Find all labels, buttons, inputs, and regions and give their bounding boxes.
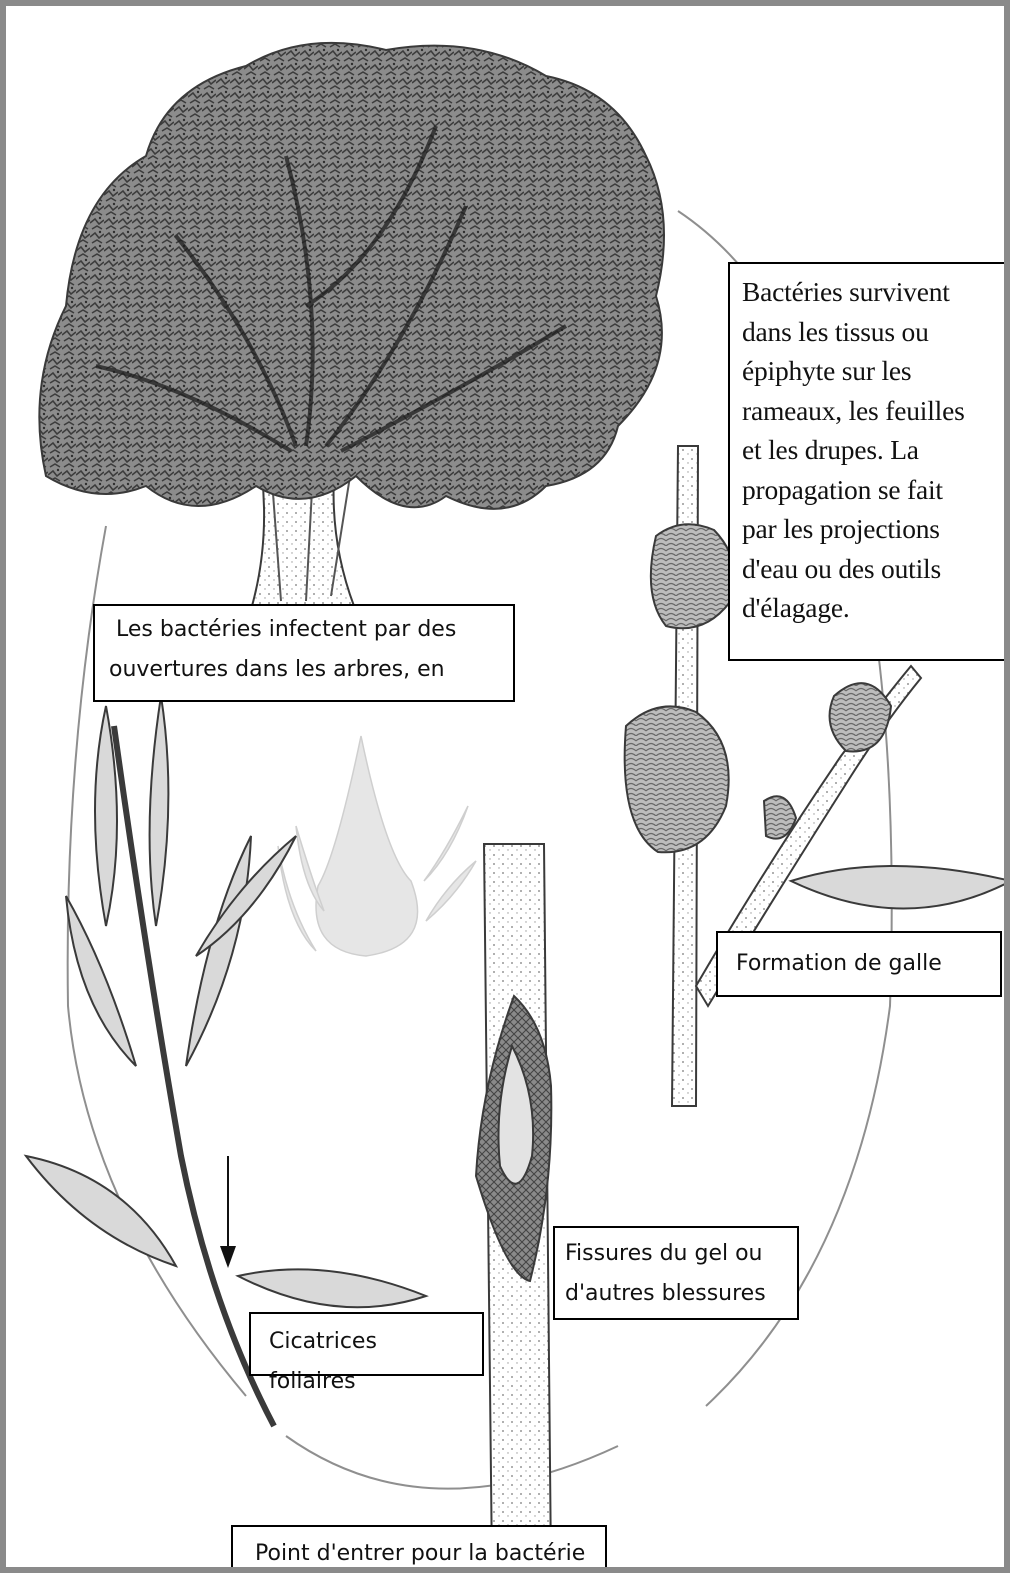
trunk-frost-crack-wound <box>476 844 551 1567</box>
olive-tree-illustration <box>39 43 664 606</box>
gall-formation-label: Formation de galle <box>716 931 1002 997</box>
leaf-scars-label: Cicatrices foliaires <box>249 1312 484 1376</box>
frost-cracks-label: Fissures du gel ou d'autres blessures <box>553 1226 799 1320</box>
entry-point-label: Point d'entrer pour la bactérie <box>231 1525 607 1573</box>
infection-openings-label: Les bactéries infectent par des ouvertur… <box>93 604 515 702</box>
splashing-water-drop <box>278 736 476 956</box>
illustration-layer <box>6 6 1004 1567</box>
bacteria-survival-label: Bactéries survivent dans les tissus ou é… <box>728 262 1006 661</box>
